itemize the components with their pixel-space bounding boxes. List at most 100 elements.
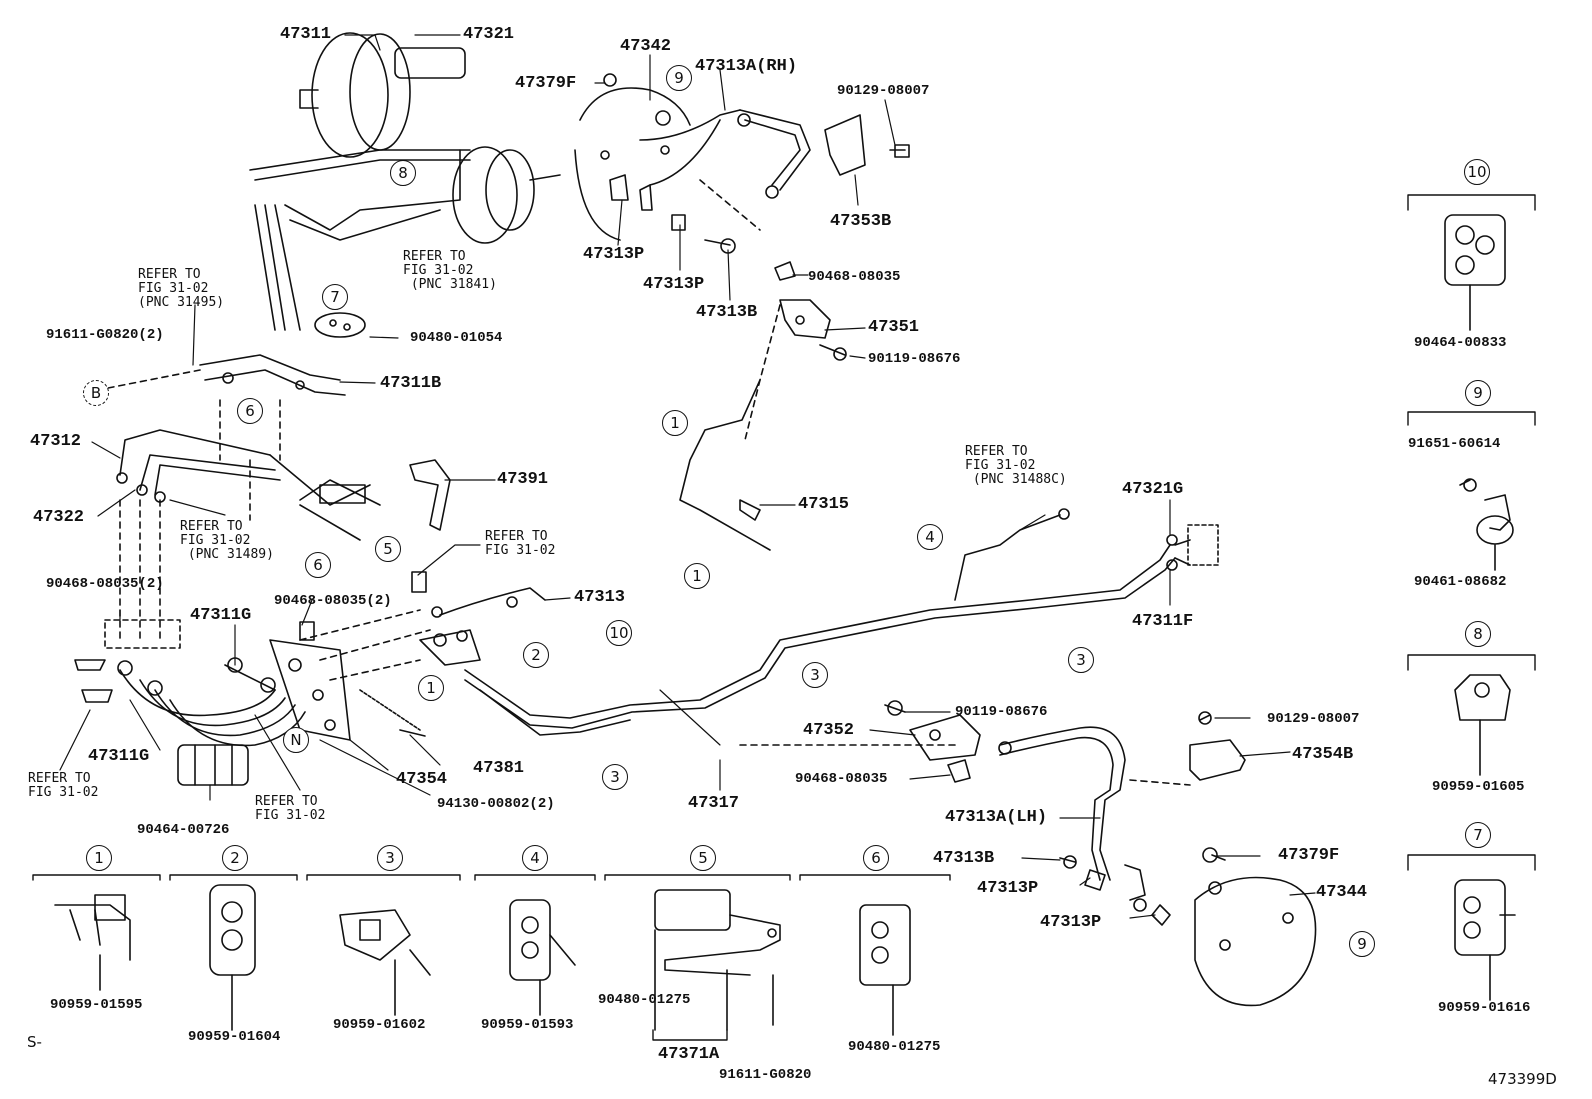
callout-b: B bbox=[83, 380, 109, 406]
label-47353b: 47353B bbox=[830, 212, 892, 231]
label-90129-08007-bot: 90129-08007 bbox=[1267, 711, 1360, 727]
brake-lines-left-upper bbox=[254, 149, 461, 331]
grommet-90480-01054 bbox=[314, 312, 366, 338]
label-47379f-top: 47379F bbox=[515, 74, 577, 93]
label-90959-01595: 90959-01595 bbox=[50, 997, 143, 1013]
plate-47354 bbox=[269, 639, 351, 741]
bracket-47353b bbox=[824, 114, 910, 176]
wheel-cylinder-rh bbox=[574, 73, 811, 241]
legend-clamp-6 bbox=[859, 904, 911, 1036]
note-refer-bottom: REFER TO FIG 31-02 bbox=[255, 794, 326, 823]
label-90461-08682: 90461-08682 bbox=[1414, 574, 1507, 590]
callout-6-top: 6 bbox=[237, 398, 263, 424]
legend-callout-2: 2 bbox=[222, 845, 248, 871]
legend-clip-8 bbox=[1454, 674, 1511, 776]
brake-booster-2 bbox=[452, 146, 561, 244]
label-47371a: 47371A bbox=[658, 1045, 720, 1064]
brake-line-47315 bbox=[679, 379, 771, 551]
wheel-cylinder-lh bbox=[1194, 847, 1317, 1007]
label-47354b: 47354B bbox=[1292, 745, 1354, 764]
label-47313p-d: 47313P bbox=[1040, 913, 1102, 932]
label-90129-08007-top: 90129-08007 bbox=[837, 83, 930, 99]
label-47311g-b: 47311G bbox=[88, 747, 150, 766]
bracket-47354b bbox=[1189, 711, 1246, 781]
bracket-47351 bbox=[779, 299, 847, 361]
clip-90468-08035-mid bbox=[299, 571, 427, 641]
clamp-group-5-6 bbox=[269, 454, 381, 541]
clip-90468-08035-upper bbox=[774, 261, 796, 281]
label-47322: 47322 bbox=[33, 508, 85, 527]
label-47352: 47352 bbox=[803, 721, 855, 740]
label-90959-01616: 90959-01616 bbox=[1438, 1000, 1531, 1016]
label-90480-01275-b: 90480-01275 bbox=[848, 1039, 941, 1055]
label-47313: 47313 bbox=[574, 588, 626, 607]
label-90959-01605: 90959-01605 bbox=[1432, 779, 1525, 795]
note-refer-31841: REFER TO FIG 31-02 (PNC 31841) bbox=[403, 249, 497, 292]
brake-line-31488c bbox=[954, 508, 1070, 601]
label-47313p-b: 47313P bbox=[643, 275, 705, 294]
legend-callout-4: 4 bbox=[522, 845, 548, 871]
callout-7: 7 bbox=[322, 284, 348, 310]
clamp-90464-00726 bbox=[177, 744, 249, 786]
label-90468-08035-bot: 90468-08035 bbox=[795, 771, 888, 787]
clip-plates bbox=[74, 619, 181, 703]
note-refer-left: REFER TO FIG 31-02 bbox=[28, 771, 99, 800]
label-90959-01602: 90959-01602 bbox=[333, 1017, 426, 1033]
note-refer-mid: REFER TO FIG 31-02 bbox=[485, 529, 556, 558]
legend-clip-9 bbox=[1459, 478, 1514, 571]
callout-n: N bbox=[283, 727, 309, 753]
label-90959-01604: 90959-01604 bbox=[188, 1029, 281, 1045]
label-47311g-a: 47311G bbox=[190, 606, 252, 625]
label-47354: 47354 bbox=[396, 770, 448, 789]
label-47313p-c: 47313P bbox=[977, 879, 1039, 898]
note-refer-31488c: REFER TO FIG 31-02 (PNC 31488C) bbox=[965, 444, 1067, 487]
brake-line-47313 bbox=[431, 587, 546, 618]
callout-9-top: 9 bbox=[666, 65, 692, 91]
legend-callout-5: 5 bbox=[690, 845, 716, 871]
spring-47381 bbox=[359, 689, 426, 737]
label-47312: 47312 bbox=[30, 432, 82, 451]
label-47311f: 47311F bbox=[1132, 612, 1194, 631]
callout-10-mid: 10 bbox=[606, 620, 632, 646]
brake-booster-master-cylinder bbox=[249, 32, 471, 181]
brake-lines-47312 bbox=[116, 429, 281, 503]
brake-tubes-47311g bbox=[117, 657, 306, 747]
legend-clamp-7 bbox=[1454, 879, 1516, 1001]
legend-callout-8: 8 bbox=[1465, 621, 1491, 647]
legend-clip-4 bbox=[509, 899, 576, 1016]
bracket-47391 bbox=[409, 459, 451, 531]
brake-line-47313a-lh bbox=[998, 726, 1171, 926]
label-47313p-a: 47313P bbox=[583, 245, 645, 264]
legend-callout-3: 3 bbox=[377, 845, 403, 871]
bracket-47311b bbox=[199, 354, 346, 396]
callout-6-bottom: 6 bbox=[305, 552, 331, 578]
diagram-id: 473399D bbox=[1488, 1070, 1557, 1088]
label-90480-01054: 90480-01054 bbox=[410, 330, 503, 346]
label-90119-08676-bot: 90119-08676 bbox=[955, 704, 1048, 720]
legend-clip-2 bbox=[209, 884, 256, 1031]
legend-brackets bbox=[32, 194, 1536, 1041]
label-47313a-lh: 47313A(LH) bbox=[945, 808, 1048, 827]
label-90480-01275-a: 90480-01275 bbox=[598, 992, 691, 1008]
legend-callout-9: 9 bbox=[1465, 380, 1491, 406]
label-47344: 47344 bbox=[1316, 883, 1368, 902]
label-47351: 47351 bbox=[868, 318, 920, 337]
label-47379f-bot: 47379F bbox=[1278, 846, 1340, 865]
label-90119-08676-top: 90119-08676 bbox=[868, 351, 961, 367]
label-90464-00726: 90464-00726 bbox=[137, 822, 230, 838]
bolt-47313b-top bbox=[704, 238, 736, 254]
callout-1-mid: 1 bbox=[418, 675, 444, 701]
label-47315: 47315 bbox=[798, 495, 850, 514]
label-47313b-bot: 47313B bbox=[933, 849, 995, 868]
leader-lines bbox=[59, 34, 1316, 919]
legend-callout-1: 1 bbox=[86, 845, 112, 871]
label-90468-08035-2b: 90468-08035(2) bbox=[274, 593, 392, 609]
legend-clip-3 bbox=[339, 909, 431, 1016]
label-47321: 47321 bbox=[463, 25, 515, 44]
legend-clip-1 bbox=[54, 894, 131, 991]
legend-callout-10: 10 bbox=[1464, 159, 1490, 185]
legend-clamp-5 bbox=[654, 889, 781, 1031]
callout-1-upper: 1 bbox=[662, 410, 688, 436]
label-47342: 47342 bbox=[620, 37, 672, 56]
